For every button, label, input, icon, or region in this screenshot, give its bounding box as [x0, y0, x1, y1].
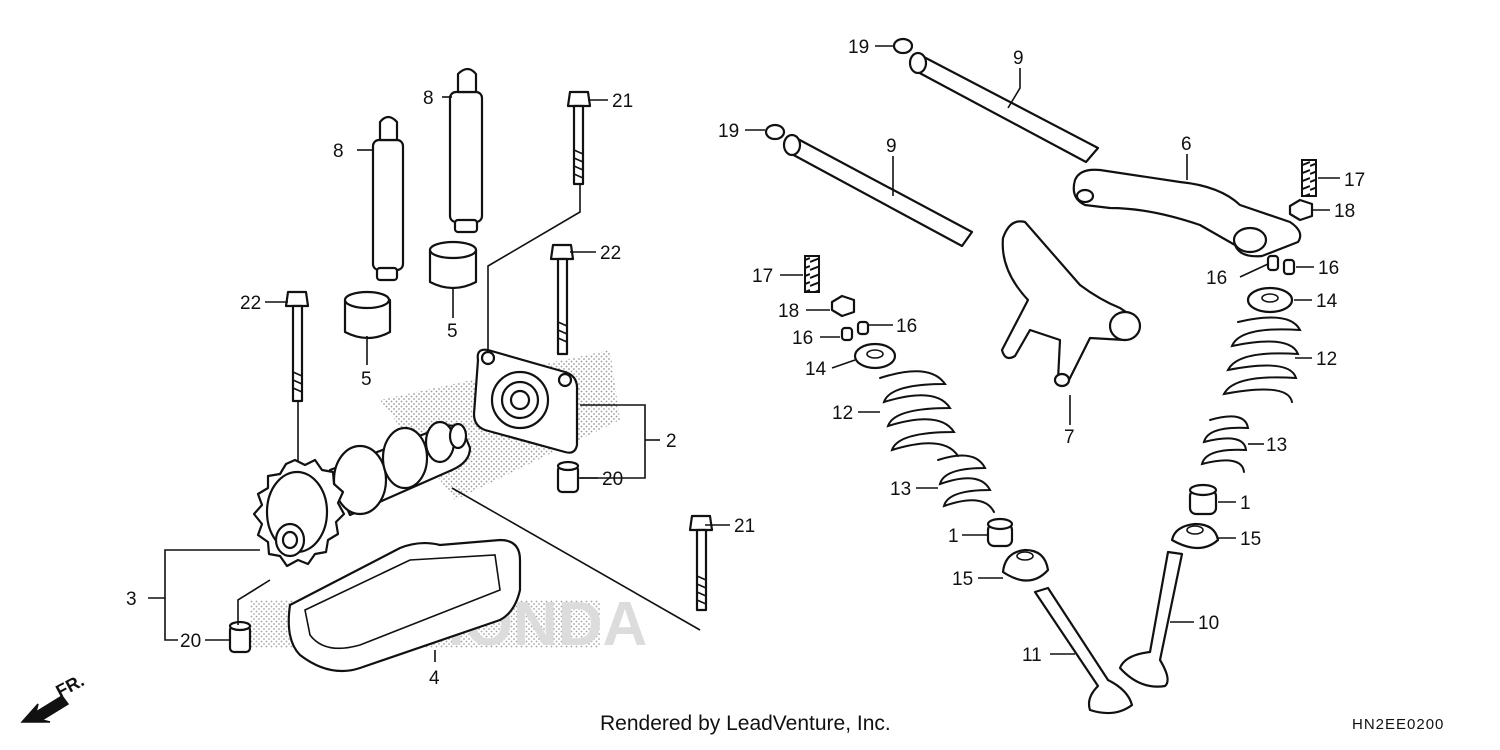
cotter-right-a — [1266, 254, 1280, 272]
adjusting-screw-left — [804, 255, 820, 293]
pushrod-right — [448, 67, 484, 234]
callout-20: 20 — [180, 631, 201, 652]
diagram-code: HN2EE0200 — [1352, 716, 1444, 733]
callout-9: 9 — [1013, 48, 1024, 69]
rocker-arm-6 — [1072, 168, 1302, 258]
bolt-21-top — [566, 90, 592, 186]
cotter-left-a — [840, 326, 854, 342]
bearing-holder — [472, 348, 579, 454]
callout-19: 19 — [718, 121, 739, 142]
callout-2: 2 — [666, 431, 677, 452]
callout-1: 1 — [948, 526, 959, 547]
rocker-arm-7 — [1000, 220, 1142, 388]
callout-6: 6 — [1181, 134, 1192, 155]
callout-5: 5 — [447, 321, 458, 342]
dowel-pin-lower — [228, 620, 252, 654]
callout-15: 15 — [952, 569, 973, 590]
tappet-left — [343, 290, 392, 340]
adjusting-screw-right — [1301, 159, 1317, 197]
leader-lines — [148, 45, 1340, 662]
callout-8: 8 — [333, 141, 344, 162]
callout-4: 4 — [429, 668, 440, 689]
spring-seat-right — [1170, 522, 1220, 550]
camshaft — [328, 420, 472, 517]
callout-16: 16 — [792, 328, 813, 349]
callout-21: 21 — [612, 91, 633, 112]
callout-14: 14 — [1316, 291, 1338, 312]
callout-3: 3 — [126, 589, 137, 610]
cam-gear — [252, 458, 346, 568]
cotter-right-b — [1282, 258, 1296, 276]
front-direction-arrow: FR. — [20, 670, 87, 723]
rendered-by-credit: Rendered by LeadVenture, Inc. — [600, 712, 891, 735]
front-label: FR. — [52, 670, 87, 701]
callout-18: 18 — [1334, 201, 1355, 222]
inner-spring-left — [937, 454, 995, 513]
callout-16: 16 — [1318, 258, 1339, 279]
stem-seal-left — [986, 517, 1014, 548]
rocker-shaft-lower — [782, 133, 974, 248]
inner-spring-right — [1200, 415, 1250, 473]
retainer-left — [853, 342, 897, 370]
cotter-left-b — [856, 320, 870, 336]
callout-19: 19 — [848, 37, 869, 58]
bolt-21-bottom — [688, 514, 714, 612]
tappet-right — [428, 240, 478, 290]
callout-22: 22 — [600, 243, 621, 264]
lock-nut-left — [830, 294, 856, 318]
callout-14: 14 — [805, 359, 827, 380]
callout-20: 20 — [602, 469, 623, 490]
callout-13: 13 — [1266, 435, 1287, 456]
stem-seal-right — [1188, 483, 1218, 516]
bolt-22-left — [284, 290, 310, 403]
callout-11: 11 — [1022, 645, 1042, 666]
spring-seat-left — [1001, 548, 1050, 582]
o-ring-lower — [764, 123, 786, 141]
callout-22: 22 — [240, 293, 261, 314]
callout-12: 12 — [832, 403, 853, 424]
callout-17: 17 — [752, 266, 773, 287]
oil-plate — [287, 538, 522, 673]
retainer-right — [1246, 286, 1294, 314]
callout-labels: 8 8 5 5 21 22 22 2 20 21 3 20 4 19 19 9 … — [126, 37, 1365, 689]
callout-13: 13 — [890, 479, 911, 500]
dowel-pin-upper — [556, 460, 580, 494]
rocker-shaft-top — [908, 51, 1100, 164]
callout-10: 10 — [1198, 613, 1219, 634]
callout-5: 5 — [361, 369, 372, 390]
outer-spring-right — [1222, 316, 1302, 403]
callout-16: 16 — [1206, 268, 1227, 289]
callout-18: 18 — [778, 301, 799, 322]
bolt-22-right — [549, 243, 575, 356]
outer-spring-left — [879, 370, 959, 457]
callout-15: 15 — [1240, 529, 1261, 550]
valve-10 — [1118, 550, 1184, 688]
callout-17: 17 — [1344, 170, 1365, 191]
callout-7: 7 — [1064, 427, 1075, 448]
callout-16: 16 — [896, 316, 917, 337]
callout-12: 12 — [1316, 349, 1337, 370]
callout-8: 8 — [423, 88, 434, 109]
callout-21: 21 — [734, 516, 755, 537]
pushrod-left — [371, 115, 405, 282]
o-ring-top — [892, 37, 914, 55]
callout-9: 9 — [886, 136, 897, 157]
lock-nut-right — [1288, 198, 1314, 222]
callout-1: 1 — [1240, 493, 1251, 514]
valve-11 — [1033, 586, 1134, 715]
